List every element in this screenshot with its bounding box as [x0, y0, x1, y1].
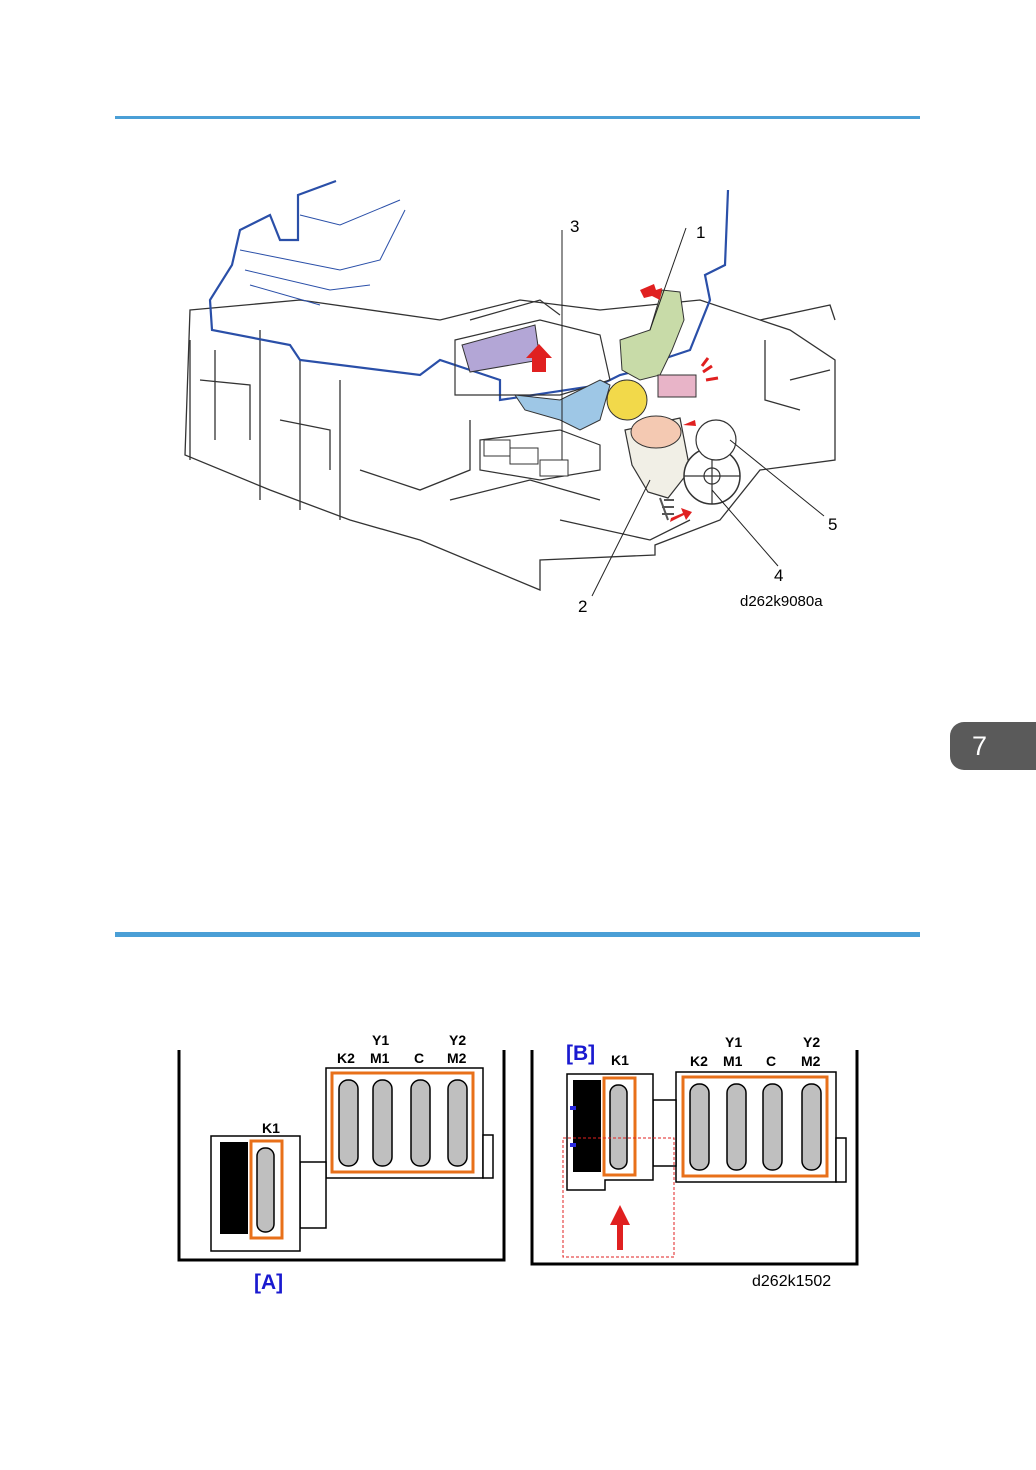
callout-2: 2	[578, 597, 587, 616]
print-heads	[484, 440, 568, 476]
panel-a-label-m2: M2	[447, 1050, 467, 1066]
callout-4: 4	[774, 566, 783, 585]
callout-3: 3	[570, 217, 579, 236]
panel-a-cap-frame	[332, 1073, 473, 1172]
panel-b-cap-k2	[690, 1084, 709, 1170]
cam-face	[631, 416, 681, 448]
panel-b-cap-y2m2	[802, 1084, 821, 1170]
callout-5: 5	[828, 515, 837, 534]
worm-shaft	[660, 498, 674, 520]
chapter-tab: 7	[950, 722, 1036, 770]
yellow-gear	[607, 380, 647, 420]
panel-b-previous-position	[563, 1138, 674, 1257]
panel-a-cap-c	[411, 1080, 430, 1166]
panel-a-head-k1	[211, 1136, 300, 1251]
panel-b-cap-frame	[683, 1077, 827, 1176]
panel-b-label-m2: M2	[801, 1053, 821, 1069]
panel-b-carriage-notch	[836, 1138, 846, 1182]
panel-a-label-y1: Y1	[372, 1032, 389, 1048]
panel-b-head-k1	[567, 1074, 653, 1190]
panel-a-label-k1: K1	[262, 1120, 280, 1136]
panel-a-connector	[300, 1162, 326, 1228]
upper-frame-detail	[240, 200, 405, 305]
panel-b-label-m1: M1	[723, 1053, 743, 1069]
panel-b-cap-k1-frame	[604, 1078, 635, 1175]
panel-a-label-c: C	[414, 1050, 424, 1066]
panel-b-marker-2	[570, 1143, 576, 1147]
section-rule	[115, 932, 920, 937]
panel-b-cap-y1m1	[727, 1084, 746, 1170]
panel-a-black-block	[220, 1142, 248, 1234]
sensor	[658, 375, 696, 397]
panel-b: K1 K2 Y1 M1 C Y2 M2 [B]	[532, 1034, 857, 1264]
panel-b-label-c: C	[766, 1053, 776, 1069]
panel-a-carriage-notch	[483, 1135, 493, 1178]
figure-code: d262k9080a	[740, 593, 823, 610]
panel-a-cap-y2m2	[448, 1080, 467, 1166]
mechanism-figure: 1 2 3 4 5 d262k9080a	[0, 0, 1036, 640]
cap-unit-part	[462, 325, 540, 372]
panel-b-carriage-main	[676, 1072, 836, 1182]
panel-b-cap-c	[763, 1084, 782, 1170]
part-1-lever	[620, 290, 684, 380]
panel-a-cap-y1m1	[373, 1080, 392, 1166]
panel-b-connector	[653, 1100, 676, 1166]
panel-b-black-block	[573, 1080, 601, 1172]
panel-b-label-y1: Y1	[725, 1034, 742, 1050]
panel-b-marker-1	[570, 1106, 576, 1110]
panel-a-label-m1: M1	[370, 1050, 390, 1066]
panel-a-tray	[179, 1050, 504, 1260]
panel-a-tag: [A]	[254, 1271, 283, 1294]
panel-b-cap-k1	[610, 1085, 627, 1169]
panel-b-tray	[532, 1050, 857, 1264]
panel-a-label-y2: Y2	[449, 1032, 466, 1048]
panel-a-label-k2: K2	[337, 1050, 355, 1066]
panel-b-up-arrow	[610, 1205, 630, 1250]
sensor-signal-marks	[702, 358, 718, 380]
panel-b-label-k1: K1	[611, 1052, 629, 1068]
callout-1: 1	[696, 223, 705, 242]
panel-a-cap-k2	[339, 1080, 358, 1166]
panel-a-cap-k1-frame	[251, 1141, 282, 1238]
panel-b-label-y2: Y2	[803, 1034, 820, 1050]
panel-b-tag: [B]	[566, 1042, 595, 1065]
panel-a-cap-k1	[257, 1148, 274, 1232]
panel-b-label-k2: K2	[690, 1053, 708, 1069]
figure-2-code: d262k1502	[752, 1273, 831, 1290]
panel-a-carriage-main	[326, 1068, 483, 1178]
panel-a: K1 K2 Y1 M1 C Y2 M2 [A]	[179, 1032, 504, 1294]
